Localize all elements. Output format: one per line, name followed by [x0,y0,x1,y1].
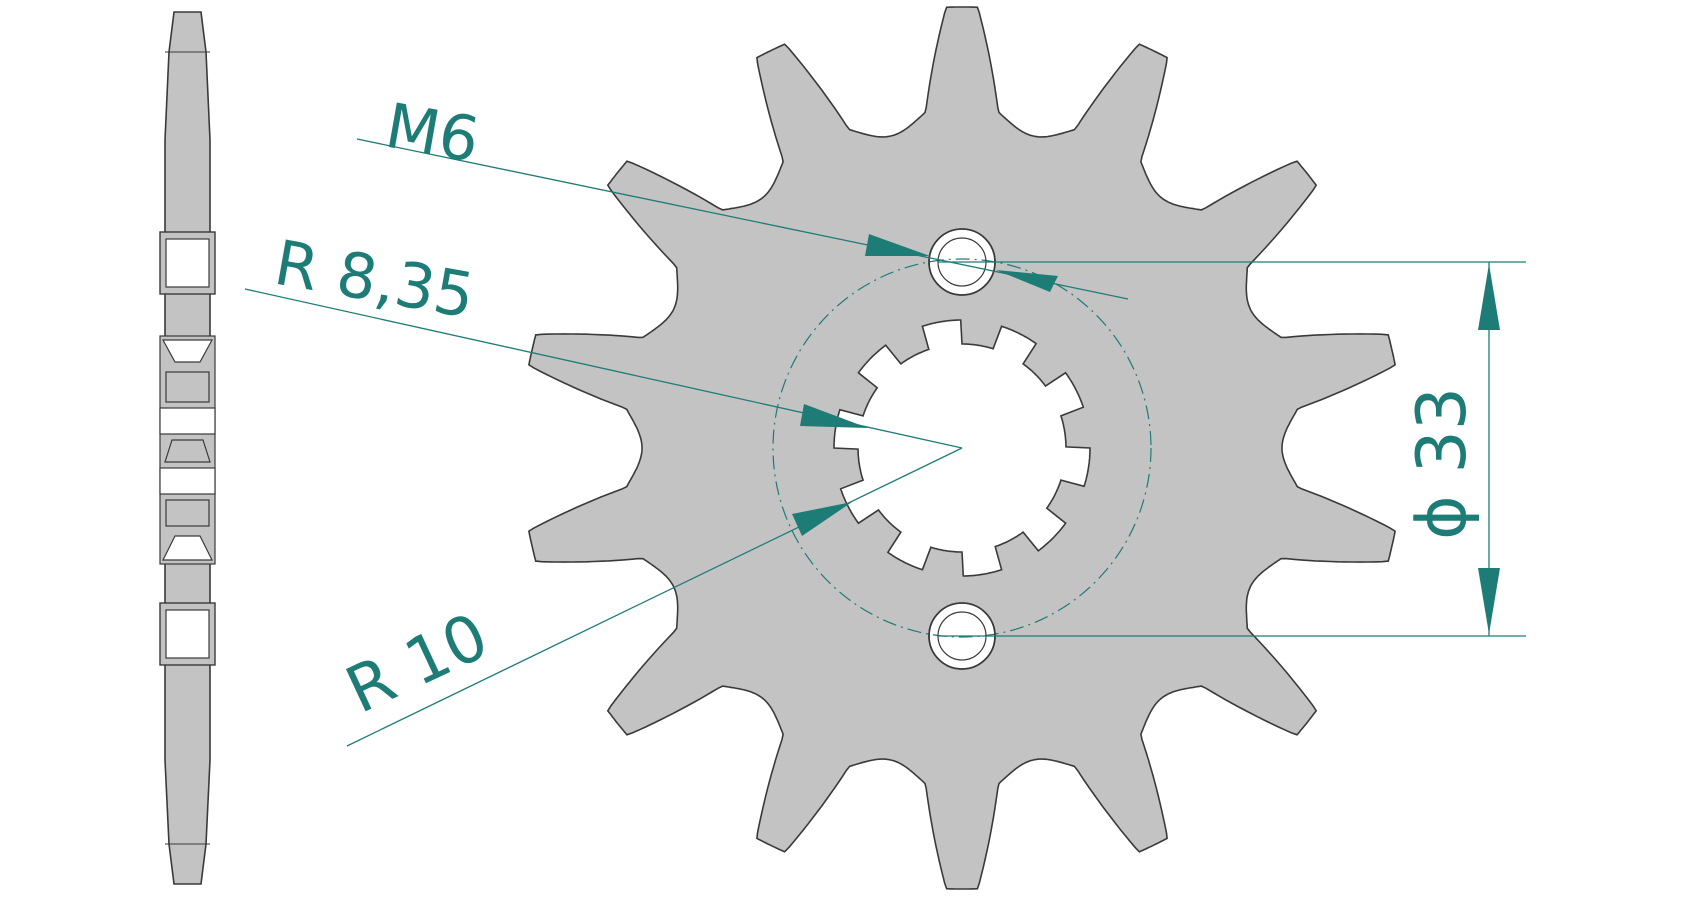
label-diameter-33: ϕ 33 [1403,387,1482,540]
label-r-10: R 10 [335,600,499,729]
dia-arrow-top [1478,264,1500,330]
r835-arrow [800,404,868,428]
dia-arrow-bottom [1478,568,1500,634]
m6-arrow-upper [865,234,930,256]
dimension-arrows [792,234,1500,634]
label-m6: M6 [380,89,484,177]
sprocket-front-view [528,6,1396,890]
r10-leader-line [346,447,963,747]
r10-arrow [792,502,852,536]
m6-leader-line [356,138,1129,300]
sprocket-side-view [159,11,216,885]
side-view-hub-section [159,335,216,565]
sprocket-gear-body [528,6,1396,890]
bolt-circle-centerline [772,258,1152,638]
label-r-8-35: R 8,35 [269,226,479,333]
m6-arrow-lower [996,270,1058,292]
